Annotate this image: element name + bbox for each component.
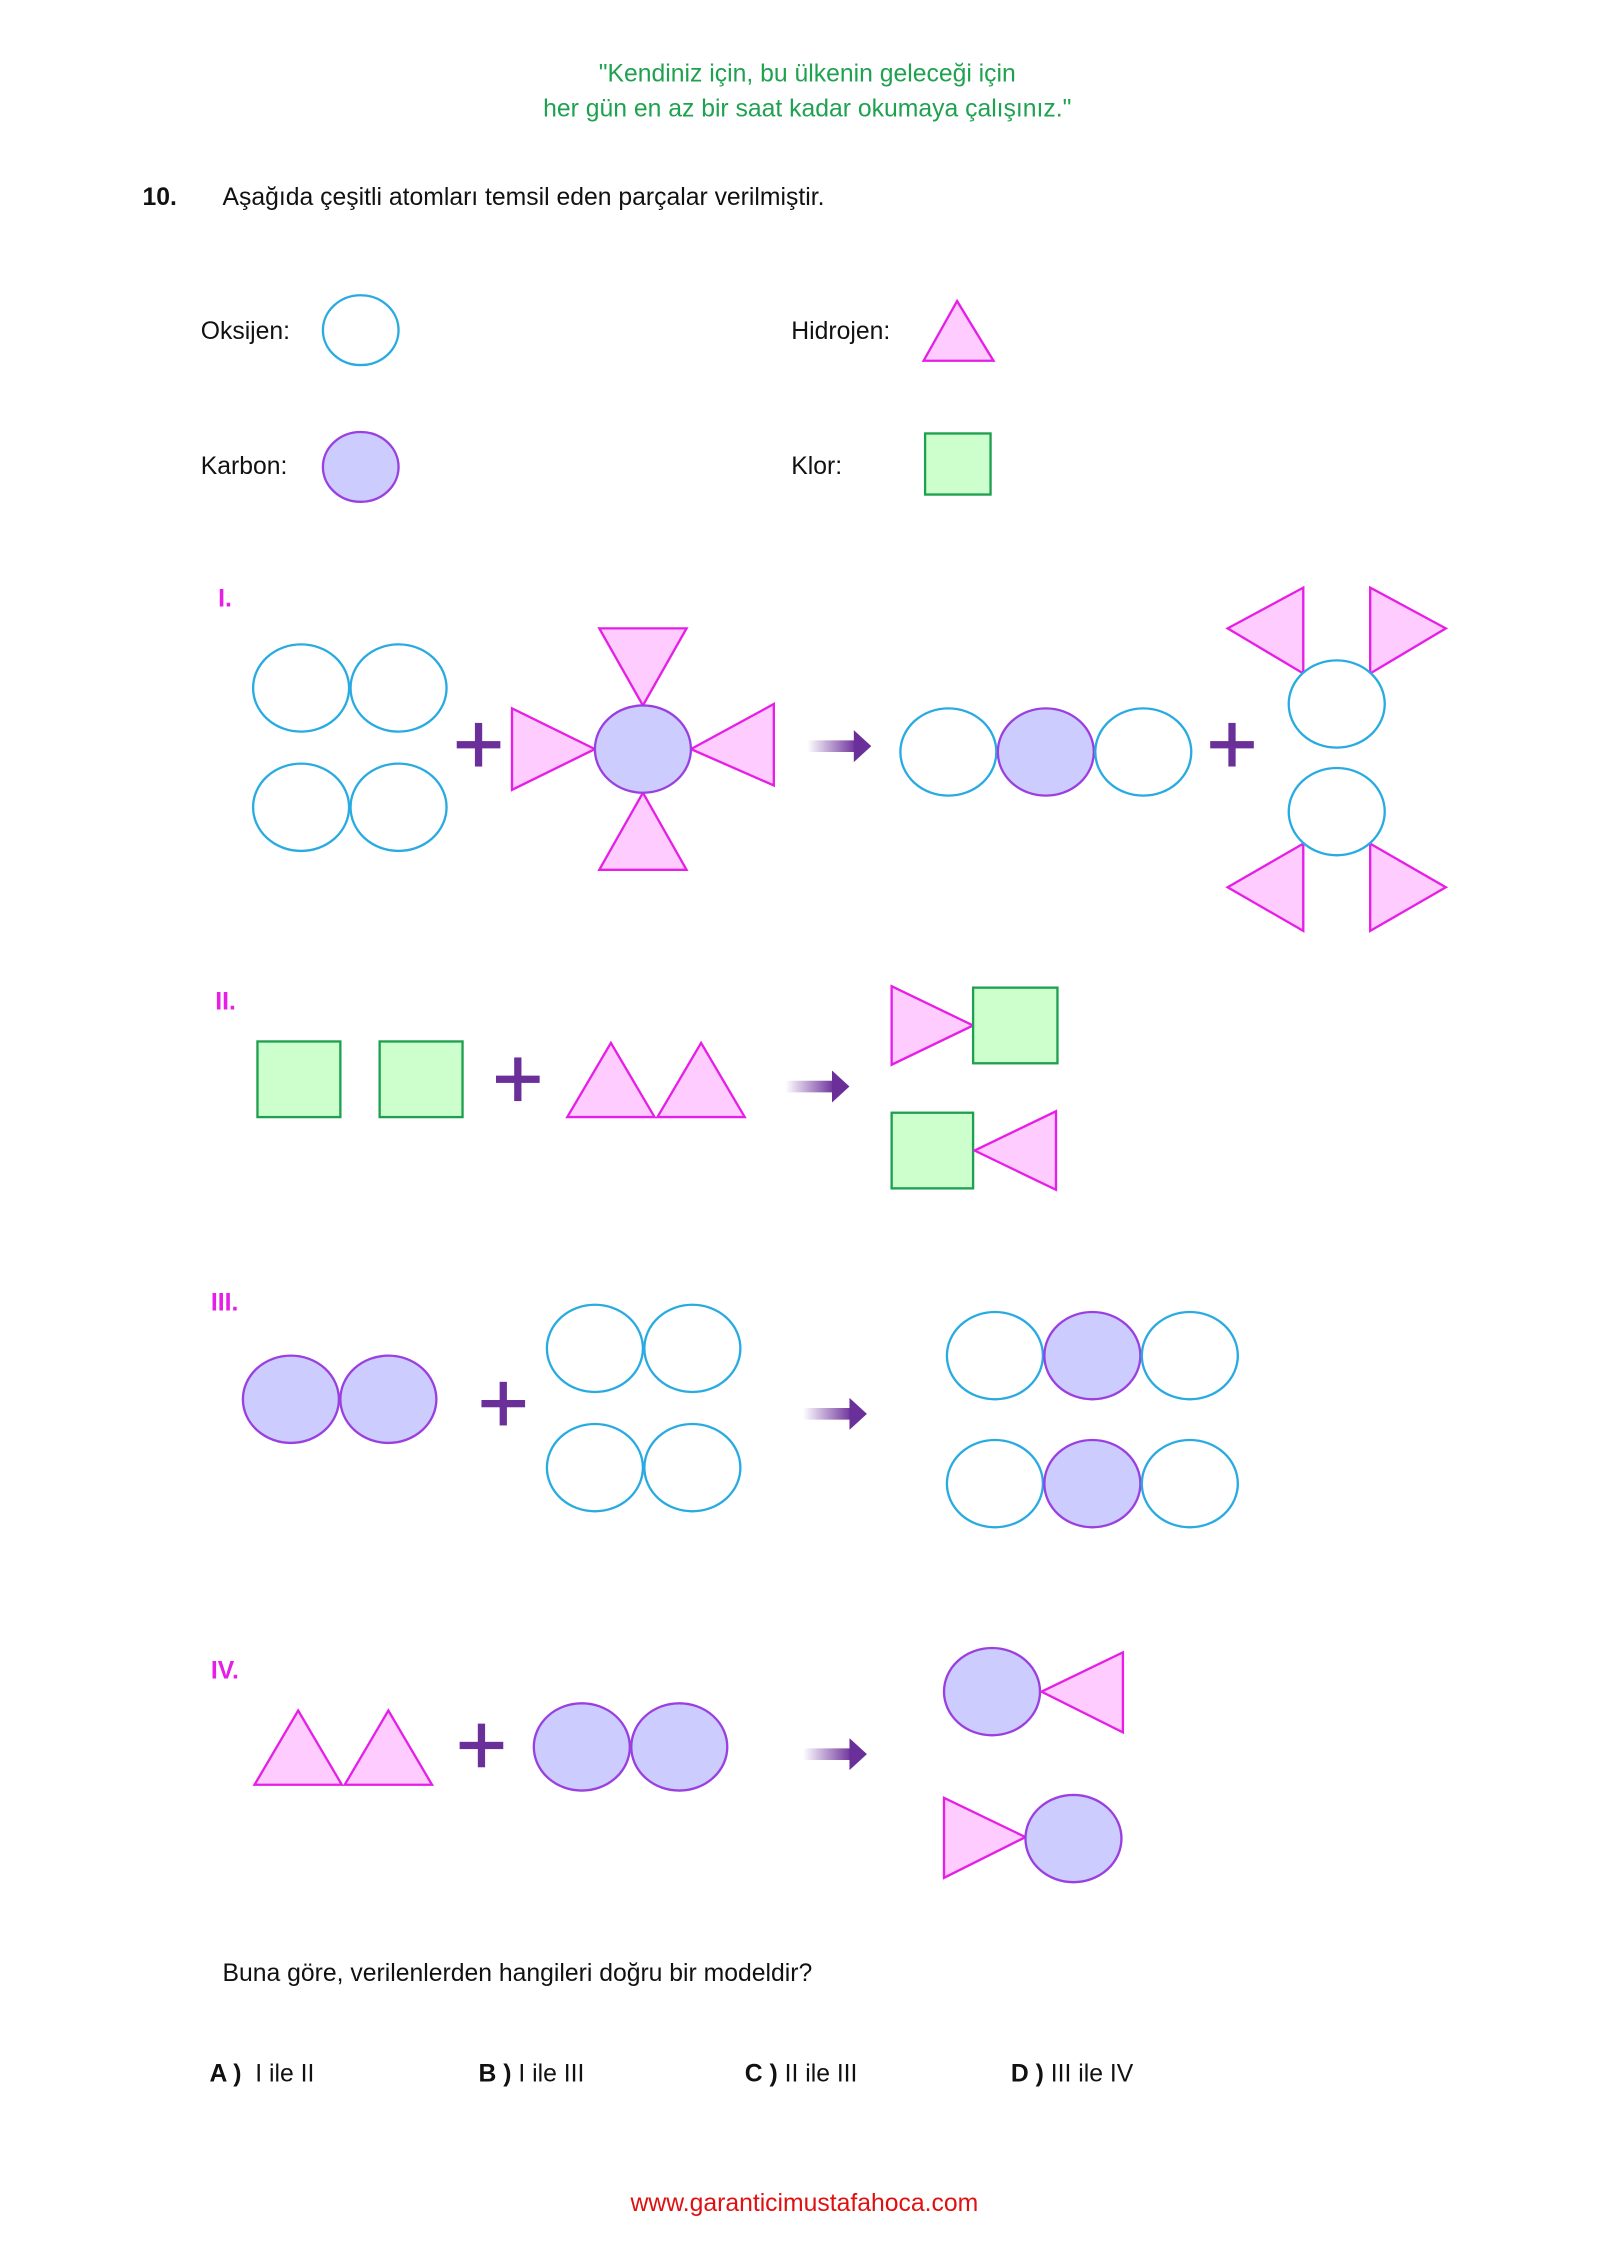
model-1-products bbox=[899, 585, 1449, 933]
model-3-products bbox=[945, 1310, 1239, 1529]
model-4-reactants bbox=[252, 1702, 729, 1792]
question-intro: Aşağıda çeşitli atomları temsil eden par… bbox=[222, 183, 825, 211]
model-label-2: II. bbox=[215, 987, 236, 1016]
option-d[interactable]: D ) III ile IV bbox=[1011, 2061, 1133, 2086]
option-c[interactable]: C ) II ile III bbox=[745, 2061, 858, 2086]
hydrogen-atom-icon bbox=[921, 298, 996, 362]
plus-icon bbox=[481, 1381, 526, 1426]
option-text: III ile IV bbox=[1050, 2059, 1134, 2088]
footer-website-link[interactable]: www.garanticimustafahoca.com bbox=[630, 2189, 979, 2217]
question-prompt: Buna göre, verilenlerden hangileri doğru… bbox=[222, 1959, 813, 1987]
option-a[interactable]: A ) I ile II bbox=[209, 2061, 314, 2086]
plus-icon bbox=[496, 1057, 540, 1102]
legend-oxygen-label: Oksijen: bbox=[200, 317, 291, 345]
model-label-1: I. bbox=[218, 584, 232, 613]
option-letter: B ) bbox=[478, 2059, 512, 2088]
question-number: 10. bbox=[142, 183, 177, 211]
model-2-reactants bbox=[256, 1040, 747, 1119]
model-1-reactants bbox=[251, 627, 775, 871]
chlorine-atom-icon bbox=[923, 432, 992, 496]
oxygen-atom-icon bbox=[321, 294, 400, 367]
model-label-3: III. bbox=[210, 1288, 239, 1317]
plus-icon bbox=[456, 722, 501, 767]
legend-hydrogen-label: Hidrojen: bbox=[791, 317, 891, 345]
plus-icon bbox=[1210, 722, 1254, 767]
model-3-reactants bbox=[241, 1303, 742, 1513]
plus-icon bbox=[459, 1723, 504, 1768]
carbon-atom-icon bbox=[321, 430, 400, 503]
reaction-arrow-icon bbox=[802, 1397, 867, 1430]
model-label-4: IV. bbox=[210, 1656, 239, 1685]
legend-chlorine-label: Klor: bbox=[791, 452, 843, 481]
option-text: I ile III bbox=[518, 2059, 585, 2088]
model-2-products bbox=[890, 984, 1059, 1192]
option-letter: C ) bbox=[744, 2059, 778, 2088]
option-letter: D ) bbox=[1010, 2059, 1044, 2088]
reaction-arrow-icon bbox=[785, 1070, 850, 1103]
option-b[interactable]: B ) I ile III bbox=[479, 2061, 585, 2086]
model-4-products bbox=[942, 1646, 1125, 1884]
option-text: II ile III bbox=[784, 2059, 858, 2088]
legend-carbon-label: Karbon: bbox=[200, 452, 288, 481]
option-text: I ile II bbox=[255, 2059, 315, 2088]
reaction-arrow-icon bbox=[807, 730, 872, 763]
quote-line-1: "Kendiniz için, bu ülkenin geleceği için bbox=[598, 59, 1016, 88]
reaction-arrow-icon bbox=[802, 1738, 867, 1771]
option-letter: A ) bbox=[209, 2059, 242, 2088]
quote-line-2: her gün en az bir saat kadar okumaya çal… bbox=[543, 94, 1072, 123]
